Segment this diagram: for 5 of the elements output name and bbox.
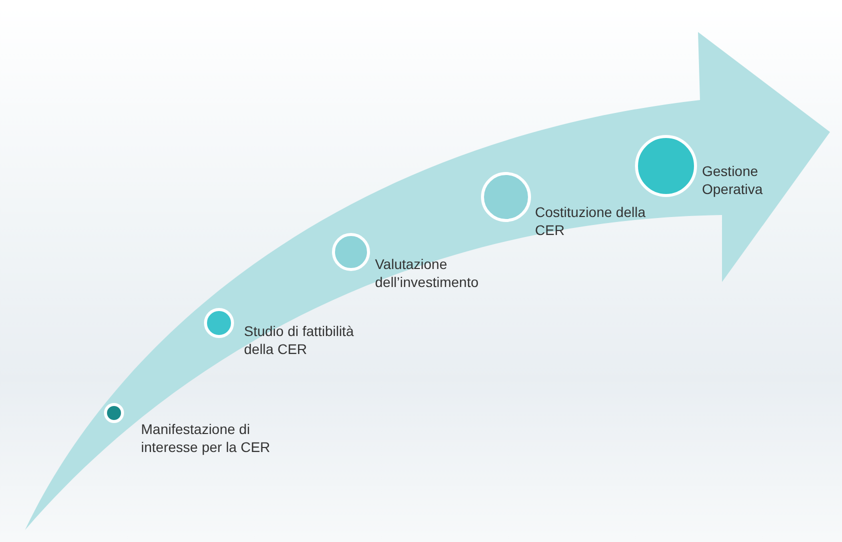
step-label: Studio di fattibilità della CER [244,322,355,358]
step-label: Manifestazione di interesse per la CER [141,420,272,456]
step-label: Costituzione della CER [535,203,647,239]
step-label: Valutazione dell’investimento [375,255,480,291]
step-label: Gestione Operativa [702,162,764,198]
